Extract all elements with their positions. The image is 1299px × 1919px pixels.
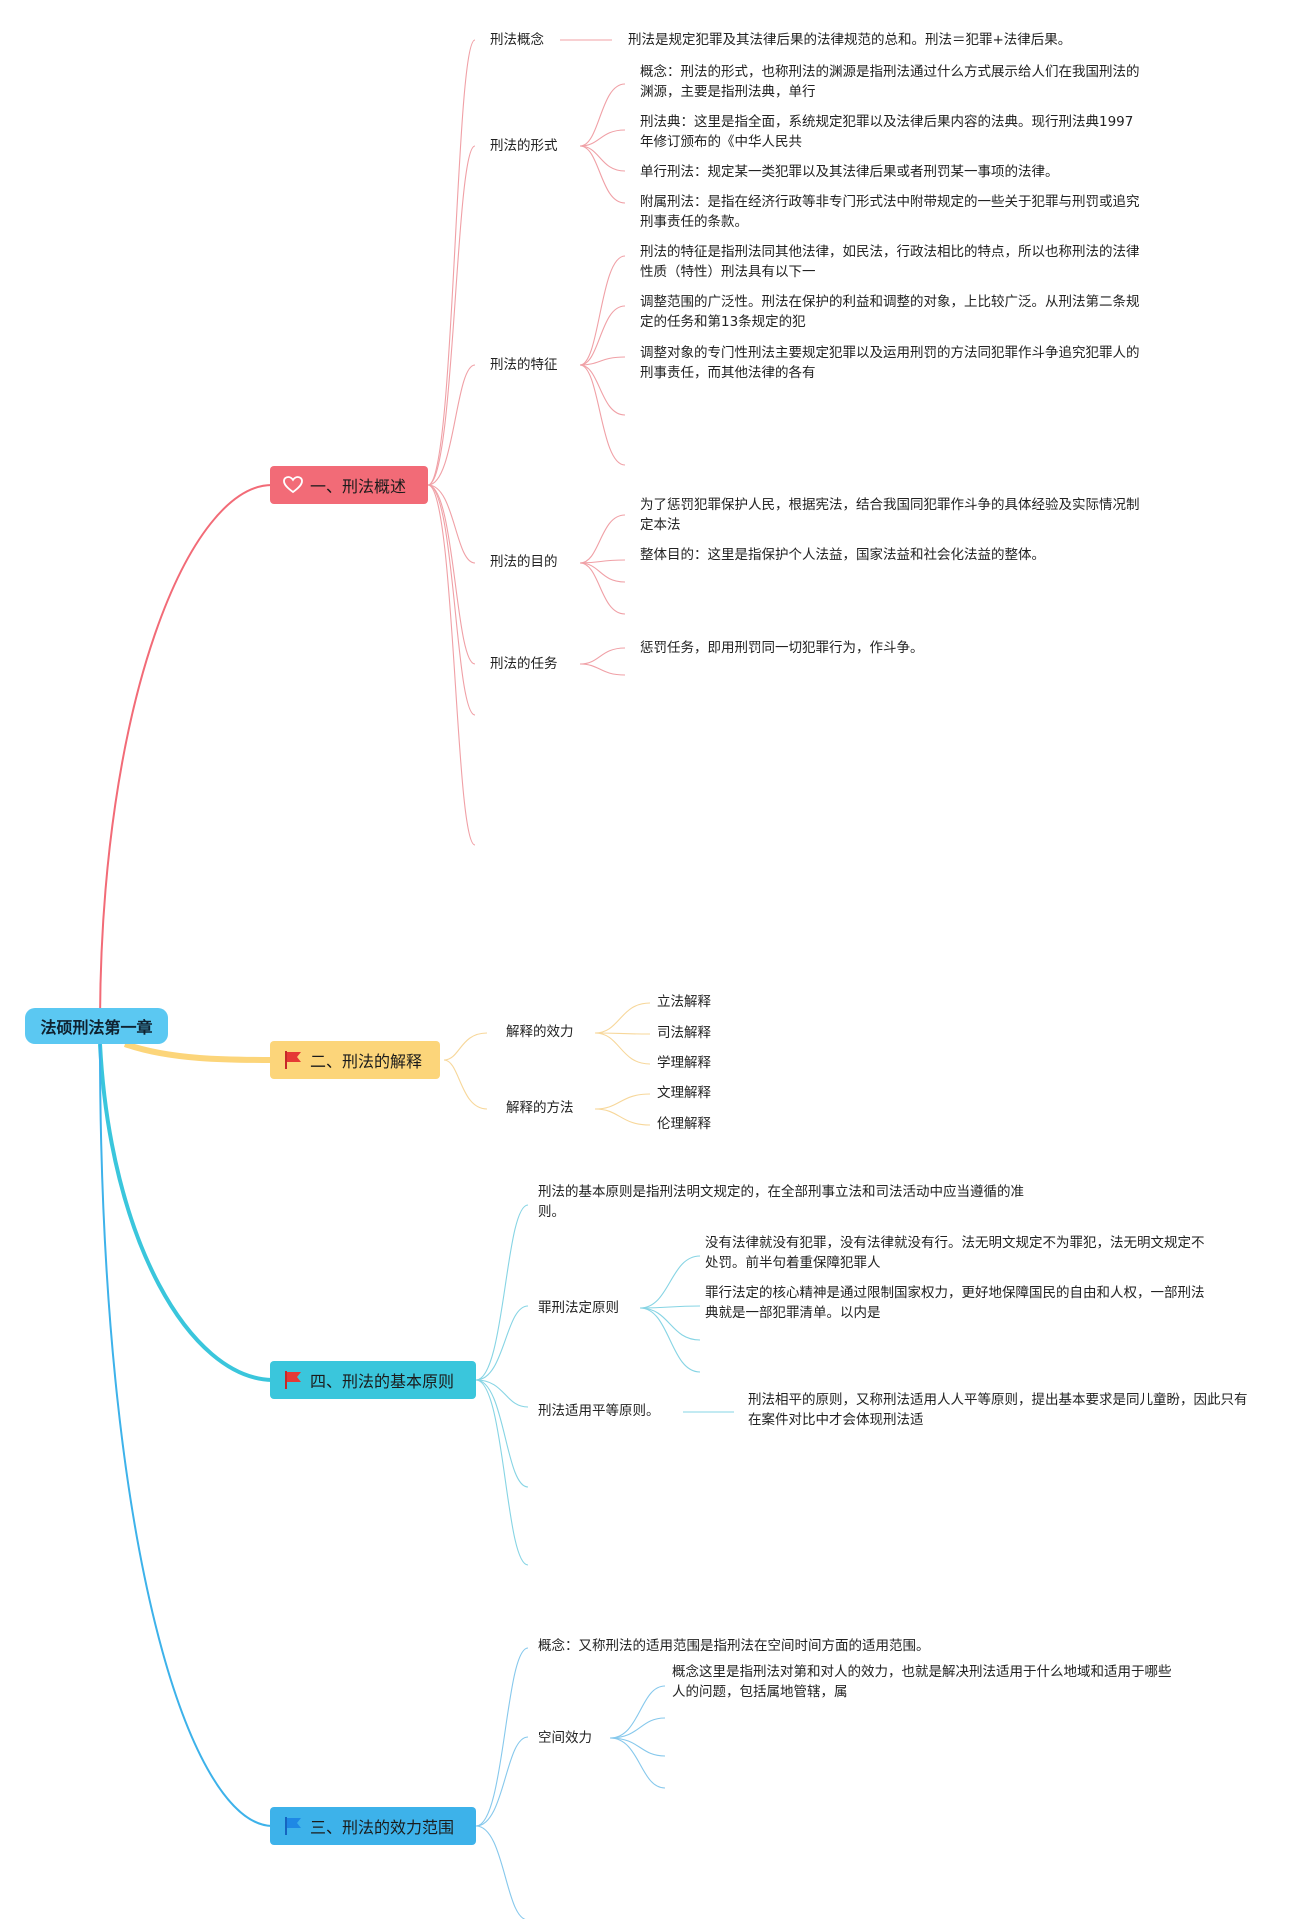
topic-criminal-law-features[interactable]: 刑法的特征 (490, 357, 558, 373)
note-purpose-general: 为了惩罚犯罪保护人民，根据宪法，结合我国同犯罪作斗争的具体经验及实际情况制定本法 (640, 497, 1140, 533)
topic-spatial-effect[interactable]: 空间效力 (538, 1730, 592, 1746)
note-features-definition: 刑法的特征是指刑法同其他法律，如民法，行政法相比的特点，所以也称刑法的法律性质（… (640, 244, 1140, 280)
leaf-judicial-interpretation[interactable]: 司法解释 (657, 1025, 711, 1041)
note-purpose-overall: 整体目的：这里是指保护个人法益，国家法益和社会化法益的整体。 (640, 547, 1045, 563)
leaf-legislative-interpretation[interactable]: 立法解释 (657, 994, 711, 1010)
leaf-doctrinal-interpretation[interactable]: 学理解释 (657, 1055, 711, 1071)
link-root-b4 (98, 1043, 273, 1382)
branch-topic-4[interactable]: 四、刑法的基本原则 (270, 1361, 476, 1399)
topic-equality-principle[interactable]: 刑法适用平等原则。 (538, 1403, 660, 1419)
note-form-code: 刑法典：这里是指全面，系统规定犯罪以及法律后果内容的法典。现行刑法典1997年修… (640, 114, 1134, 150)
link-root-b3 (99, 1043, 273, 1827)
branch-topic-2-label: 二、刑法的解释 (310, 1052, 423, 1071)
note-task-punish: 惩罚任务，即用刑罚同一切犯罪行为，作斗争。 (640, 640, 924, 656)
topic-legality-principle[interactable]: 罪刑法定原则 (538, 1300, 619, 1316)
branch-topic-1-label: 一、刑法概述 (310, 477, 407, 496)
note-scope-concept: 概念：又称刑法的适用范围是指刑法在空间时间方面的适用范围。 (538, 1638, 930, 1654)
link-root-b1 (99, 484, 273, 1027)
topic-interpretation-effect[interactable]: 解释的效力 (506, 1024, 574, 1040)
note-form-concept: 概念：刑法的形式，也称刑法的渊源是指刑法通过什么方式展示给人们在我国刑法的渊源，… (640, 64, 1140, 100)
note-features-object: 调整对象的专门性刑法主要规定犯罪以及运用刑罚的方法同犯罪作斗争追究犯罪人的刑事责… (640, 345, 1140, 381)
note-features-scope: 调整范围的广泛性。刑法在保护的利益和调整的对象，上比较广泛。从刑法第二条规定的任… (640, 294, 1140, 330)
root-topic[interactable]: 法硕刑法第一章 (25, 1008, 168, 1044)
note-basic-principles: 刑法的基本原则是指刑法明文规定的，在全部刑事立法和司法活动中应当遵循的准则。 (538, 1184, 1024, 1220)
note-legality-1: 没有法律就没有犯罪，没有法律就没有行。法无明文规定不为罪犯，法无明文规定不处罚。… (705, 1235, 1205, 1271)
heart-icon (282, 474, 304, 496)
leaf-literal-interpretation[interactable]: 文理解释 (657, 1085, 711, 1101)
topic-criminal-law-concept[interactable]: 刑法概念 (490, 32, 544, 48)
note-spatial-effect: 概念这里是指刑法对第和对人的效力，也就是解决刑法适用于什么地域和适用于哪些人的问… (672, 1664, 1172, 1700)
branch-topic-3[interactable]: 三、刑法的效力范围 (270, 1807, 476, 1845)
branch-topic-2[interactable]: 二、刑法的解释 (270, 1041, 440, 1079)
topic-interpretation-method[interactable]: 解释的方法 (506, 1100, 574, 1116)
note-legality-2: 罪行法定的核心精神是通过限制国家权力，更好地保障国民的自由和人权，一部刑法典就是… (705, 1285, 1205, 1321)
branch-topic-3-label: 三、刑法的效力范围 (310, 1818, 455, 1837)
topic-criminal-law-purpose[interactable]: 刑法的目的 (490, 554, 558, 570)
branch-topic-1[interactable]: 一、刑法概述 (270, 466, 428, 504)
topic-criminal-law-form[interactable]: 刑法的形式 (490, 138, 558, 154)
note-form-attached: 附属刑法：是指在经济行政等非专门形式法中附带规定的一些关于犯罪与刑罚或追究刑事责… (640, 194, 1140, 230)
note-equality: 刑法相平的原则，又称刑法适用人人平等原则，提出基本要求是同儿童盼，因此只有在案件… (748, 1392, 1248, 1428)
leaf-ethical-interpretation[interactable]: 伦理解释 (657, 1116, 711, 1132)
link-root-b2 (123, 1041, 273, 1063)
flag-blue-icon (282, 1815, 304, 1837)
note-form-single: 单行刑法：规定某一类犯罪以及其法律后果或者刑罚某一事项的法律。 (640, 164, 1059, 180)
flag-red-icon (282, 1049, 304, 1071)
note-criminal-law-concept: 刑法是规定犯罪及其法律后果的法律规范的总和。刑法＝犯罪+法律后果。 (628, 32, 1072, 48)
branch-topic-4-label: 四、刑法的基本原则 (310, 1372, 455, 1391)
flag-red-icon (282, 1369, 304, 1391)
topic-criminal-law-task[interactable]: 刑法的任务 (490, 656, 558, 672)
